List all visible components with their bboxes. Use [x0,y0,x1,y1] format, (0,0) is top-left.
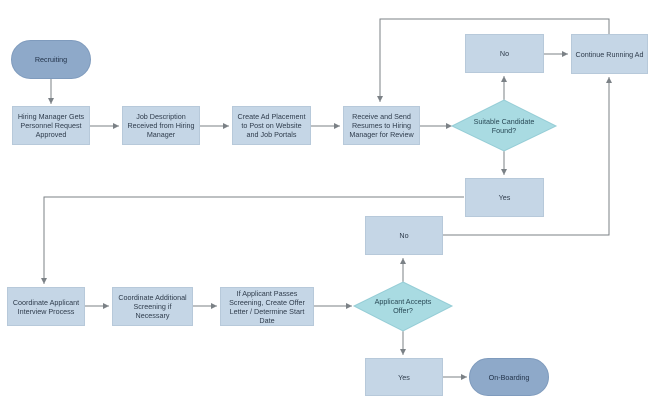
terminal-recruiting[interactable]: Recruiting [11,40,91,79]
connector-continue-to-resumes [377,18,610,102]
connector-no-to-continue-ad [443,77,612,236]
process-coordinate-interview[interactable]: Coordinate Applicant Interview Process [7,287,85,326]
process-continue-running-ad[interactable]: Continue Running Ad [571,34,648,74]
connector-yes-to-interview [41,196,464,284]
process-job-description[interactable]: Job Description Received from Hiring Man… [122,106,200,145]
process-yes-middle[interactable]: Yes [465,178,544,217]
process-receive-resumes[interactable]: Receive and Send Resumes to Hiring Manag… [343,106,420,145]
process-yes-bottom[interactable]: Yes [365,358,443,396]
process-no-top[interactable]: No [465,34,544,73]
process-no-middle[interactable]: No [365,216,443,255]
decision-suitable-candidate[interactable]: Suitable Candidate Found? [473,117,535,135]
terminal-onboarding[interactable]: On-Boarding [469,358,549,396]
decision-accepts-offer-shape [352,281,454,332]
process-hiring-manager-request[interactable]: Hiring Manager Gets Personnel Request Ap… [12,106,90,145]
process-offer-letter[interactable]: If Applicant Passes Screening, Create Of… [220,287,314,326]
process-coordinate-screening[interactable]: Coordinate Additional Screening if Neces… [112,287,193,326]
decision-accepts-offer[interactable]: Applicant Accepts Offer? [374,297,432,315]
decision-suitable-candidate-shape [450,99,558,152]
process-create-ad[interactable]: Create Ad Placement to Post on Website a… [232,106,311,145]
